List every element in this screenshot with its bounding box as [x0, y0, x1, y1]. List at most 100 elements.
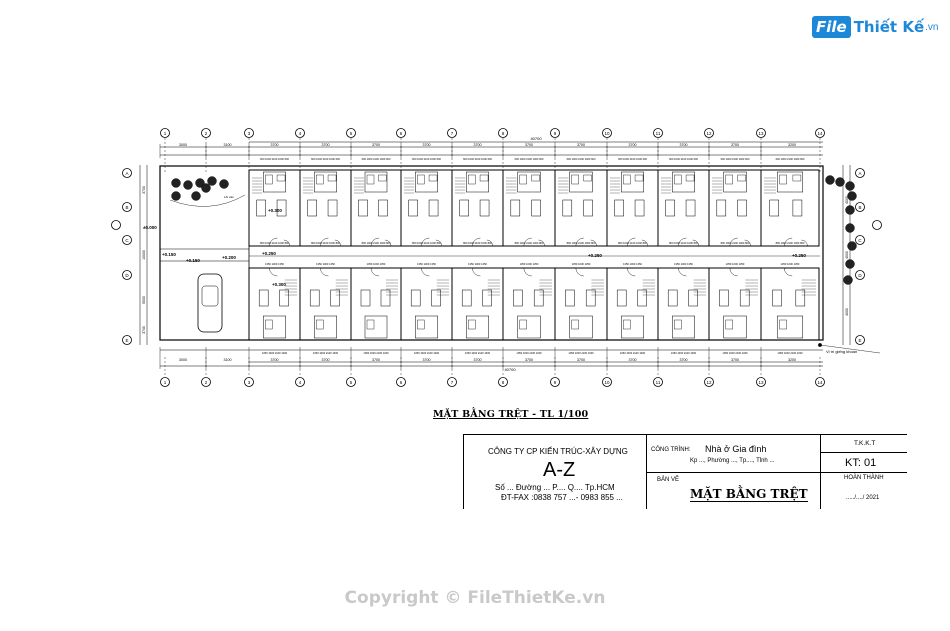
door — [523, 237, 532, 247]
unit-dimension-strip: 600 1000 2100 1000 600 — [669, 157, 698, 161]
bed — [792, 199, 803, 217]
top-dimension: 3000 — [179, 143, 187, 147]
door — [538, 239, 545, 247]
bathroom — [364, 171, 388, 193]
unit-dimension-strip: 800 1000 2100 1000 800 — [362, 241, 391, 245]
door — [472, 237, 481, 247]
unit-dimension-strip: 1050 1000 2100 1000 — [777, 351, 803, 355]
grid-bubble-label: 4 — [299, 131, 302, 136]
grid-bubble-label: 13 — [758, 131, 764, 136]
garden-label: Lối vào — [224, 195, 234, 199]
grid-bubble-label: D — [125, 273, 129, 278]
sink — [685, 174, 695, 182]
total-dimension-top: 40700 — [530, 136, 542, 141]
bed — [737, 199, 747, 217]
grid-bubble-label: 8 — [502, 131, 505, 136]
unit-dimension-strip: 800 1000 2100 1000 800 — [776, 241, 805, 245]
grid-bubble — [855, 168, 865, 178]
project-label: CÔNG TRÌNH: — [651, 447, 691, 453]
bed — [719, 289, 729, 307]
site-logo[interactable]: File Thiết Kế .vn — [812, 12, 938, 42]
grid-bubble-label: 12 — [706, 131, 712, 136]
top-dimension: 3700 — [731, 143, 739, 147]
bed — [461, 289, 472, 307]
unit-dimension-strip: 1350 1000 1350 — [520, 262, 539, 266]
shrub — [845, 181, 855, 191]
door — [744, 239, 751, 247]
top-dimension: 3700 — [525, 143, 533, 147]
shrub — [207, 176, 217, 186]
top-dimension: 3200 — [788, 143, 796, 147]
top-dimension: 3700 — [629, 143, 637, 147]
toilet — [571, 174, 579, 185]
shrub — [847, 241, 857, 251]
grid-bubble — [201, 128, 211, 138]
level-corridor-mid: +0.250 — [588, 253, 602, 258]
unit-dimension-strip: 1050 1000 2100 1000 — [262, 351, 288, 355]
grid-bubble — [704, 377, 714, 387]
unit-dimension-strip: 1350 1000 1350 — [265, 262, 284, 266]
well-note: Vị trí giếng khoan — [826, 349, 857, 354]
unit-dimension-strip: 600 1000 2100 1000 600 — [567, 157, 596, 161]
door — [421, 267, 430, 277]
top-dimension: 3700 — [474, 143, 482, 147]
door — [435, 239, 442, 247]
grid-bubble — [653, 377, 663, 387]
right-dimension: 4000 — [845, 308, 849, 316]
unit-dimension-strip: 1050 1000 2100 1000 — [465, 351, 491, 355]
toilet — [725, 319, 733, 330]
bottom-dimension: 3700 — [629, 358, 637, 362]
sink — [479, 174, 489, 182]
left-dimension: 3700 — [142, 326, 146, 334]
door — [269, 237, 278, 247]
bed — [378, 199, 388, 217]
bed — [479, 199, 490, 217]
level-gate: +0.150 — [186, 258, 200, 263]
top-unit-row — [248, 169, 820, 247]
bed — [513, 289, 523, 307]
door — [334, 239, 341, 247]
grid-bubble — [855, 335, 865, 345]
bottom-dimension: 3700 — [474, 358, 482, 362]
bottom-dimension: 3700 — [372, 358, 380, 362]
shrub — [171, 191, 181, 201]
bed — [716, 199, 727, 217]
grid-bubble-label: 9 — [554, 131, 557, 136]
door — [370, 237, 380, 247]
complete-label: HOÀN THÀNH — [844, 475, 884, 481]
bed — [688, 289, 698, 307]
grid-bubble — [396, 128, 406, 138]
grid-bubble — [498, 377, 508, 387]
grid-bubble — [396, 377, 406, 387]
grid-bubble-label: 5 — [350, 380, 353, 385]
sink — [737, 174, 746, 182]
unit-dimension-strip: 1350 1000 1350 — [367, 262, 386, 266]
company-phone: ĐT-FAX :0838 757 ...- 0983 855 ... — [501, 493, 623, 502]
unit-dimension-strip: 1350 1000 1350 — [781, 262, 800, 266]
unit-dimension-strip: 600 1000 2100 1000 600 — [721, 157, 750, 161]
company-label: CÔNG TY CP KIẾN TRÚC-XÂY DỰNG — [488, 447, 628, 456]
door — [784, 237, 793, 247]
grid-bubble-label: 1 — [164, 131, 167, 136]
bed — [739, 289, 750, 307]
grid-bubble-label: 4 — [299, 380, 302, 385]
bed — [769, 199, 779, 217]
grid-bubble — [295, 377, 305, 387]
bottom-dimension: 3700 — [731, 358, 739, 362]
unit-dimension-strip: 800 1000 2100 1000 800 — [260, 241, 289, 245]
grid-bubble-label: A — [125, 171, 128, 176]
grid-bubble — [815, 377, 825, 387]
bed — [459, 199, 469, 217]
top-dimension: 3700 — [271, 143, 279, 147]
sink — [583, 174, 592, 182]
grid-bubble-label: E — [125, 338, 128, 343]
grid-bubble — [122, 168, 132, 178]
grid-bubble — [295, 128, 305, 138]
bed — [795, 289, 806, 307]
sink — [792, 174, 802, 182]
toilet — [316, 174, 324, 185]
grid-bubble — [756, 128, 766, 138]
unit-dimension-strip: 1350 1000 1350 — [468, 262, 487, 266]
door — [472, 267, 481, 277]
bathroom — [672, 315, 695, 339]
